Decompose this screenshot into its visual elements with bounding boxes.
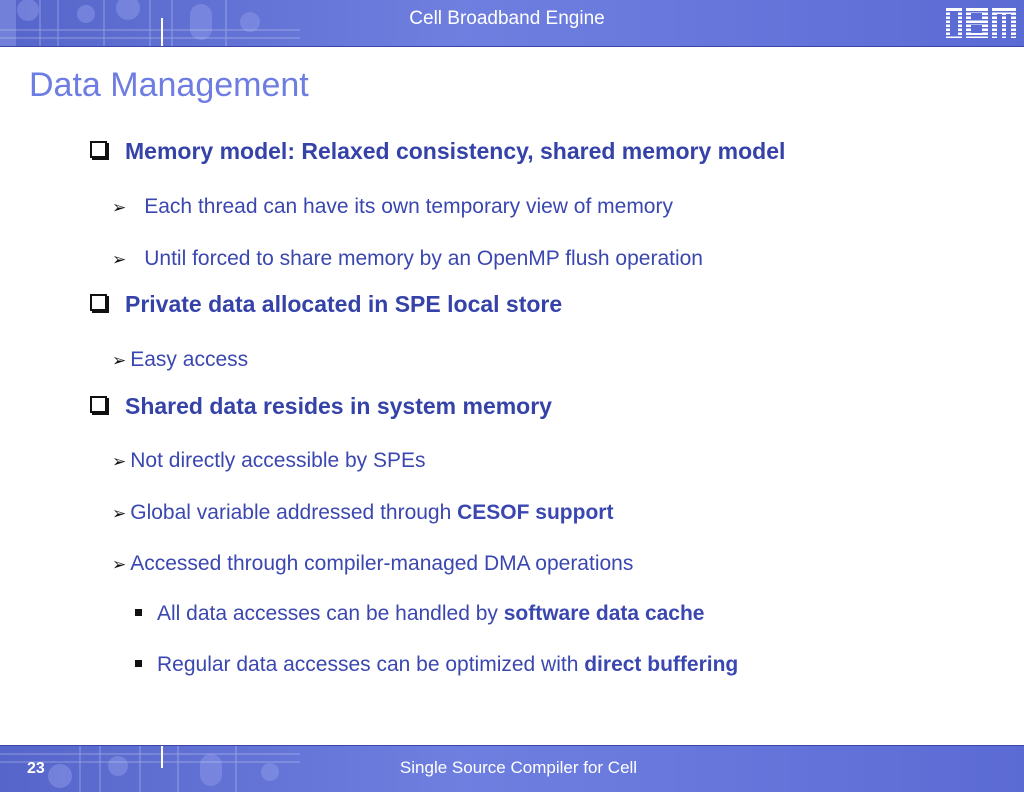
bullet-memory-model: Memory model: Relaxed consistency, share… [90, 138, 785, 165]
sub-bullet-text: Not directly accessible by SPEs [130, 449, 426, 472]
bullet-shared-data: Shared data resides in system memory [90, 393, 552, 420]
arrow-bullet-icon: ➢ [112, 504, 127, 523]
bullet-text: Private data allocated in SPE local stor… [125, 291, 563, 317]
sub-bullet-global-variable: ➢Global variable addressed through CESOF… [112, 501, 613, 525]
sub-sub-bullet-emphasis: software data cache [503, 602, 705, 625]
sub-sub-bullet-text: All data accesses can be handled by [157, 602, 504, 625]
bullet-private-data: Private data allocated in SPE local stor… [90, 291, 562, 318]
sub-sub-bullet-direct-buffering: Regular data accesses can be optimized w… [135, 653, 738, 677]
sub-bullet-text: Accessed through compiler-managed DMA op… [130, 552, 634, 575]
checkbox-bullet-icon [90, 396, 107, 413]
sub-bullet-text: Each thread can have its own temporary v… [144, 195, 673, 218]
square-bullet-icon [135, 660, 142, 667]
decorative-circuit-pattern [0, 746, 300, 792]
footer-banner: 23 Single Source Compiler for Cell [0, 745, 1024, 792]
square-bullet-icon [135, 609, 142, 616]
page-number: 23 [27, 760, 45, 777]
bullet-text: Shared data resides in system memory [125, 393, 552, 419]
decorative-circuit-pattern [0, 0, 300, 46]
header-banner: Cell Broadband Engine [0, 0, 1024, 47]
sub-sub-bullet-software-cache: All data accesses can be handled by soft… [135, 602, 705, 626]
sub-bullet-easy-access: ➢Easy access [112, 348, 248, 372]
arrow-bullet-icon: ➢ [112, 198, 127, 217]
arrow-bullet-icon: ➢ [112, 250, 127, 269]
arrow-bullet-icon: ➢ [112, 452, 127, 471]
sub-bullet-text: Easy access [130, 348, 249, 371]
sub-bullet-text: Until forced to share memory by an OpenM… [144, 247, 703, 270]
arrow-bullet-icon: ➢ [112, 555, 127, 574]
sub-sub-bullet-emphasis: direct buffering [584, 653, 739, 676]
sub-bullet-temp-view: ➢ Each thread can have its own temporary … [112, 195, 673, 219]
footer-title: Single Source Compiler for Cell [399, 758, 638, 777]
sub-sub-bullet-text: Regular data accesses can be optimized w… [157, 653, 585, 676]
sub-bullet-emphasis: CESOF support [457, 501, 614, 524]
slide-title: Data Management [29, 66, 309, 104]
sub-bullet-dma: ➢Accessed through compiler-managed DMA o… [112, 552, 633, 576]
checkbox-bullet-icon [90, 294, 107, 311]
header-title: Cell Broadband Engine [409, 8, 605, 29]
ibm-logo-icon [946, 8, 1016, 38]
sub-bullet-not-accessible: ➢Not directly accessible by SPEs [112, 449, 426, 473]
sub-bullet-flush: ➢ Until forced to share memory by an Open… [112, 247, 703, 271]
bullet-text: Memory model: Relaxed consistency, share… [125, 138, 786, 164]
sub-bullet-text: Global variable addressed through [130, 501, 458, 524]
checkbox-bullet-icon [90, 141, 107, 158]
arrow-bullet-icon: ➢ [112, 351, 127, 370]
